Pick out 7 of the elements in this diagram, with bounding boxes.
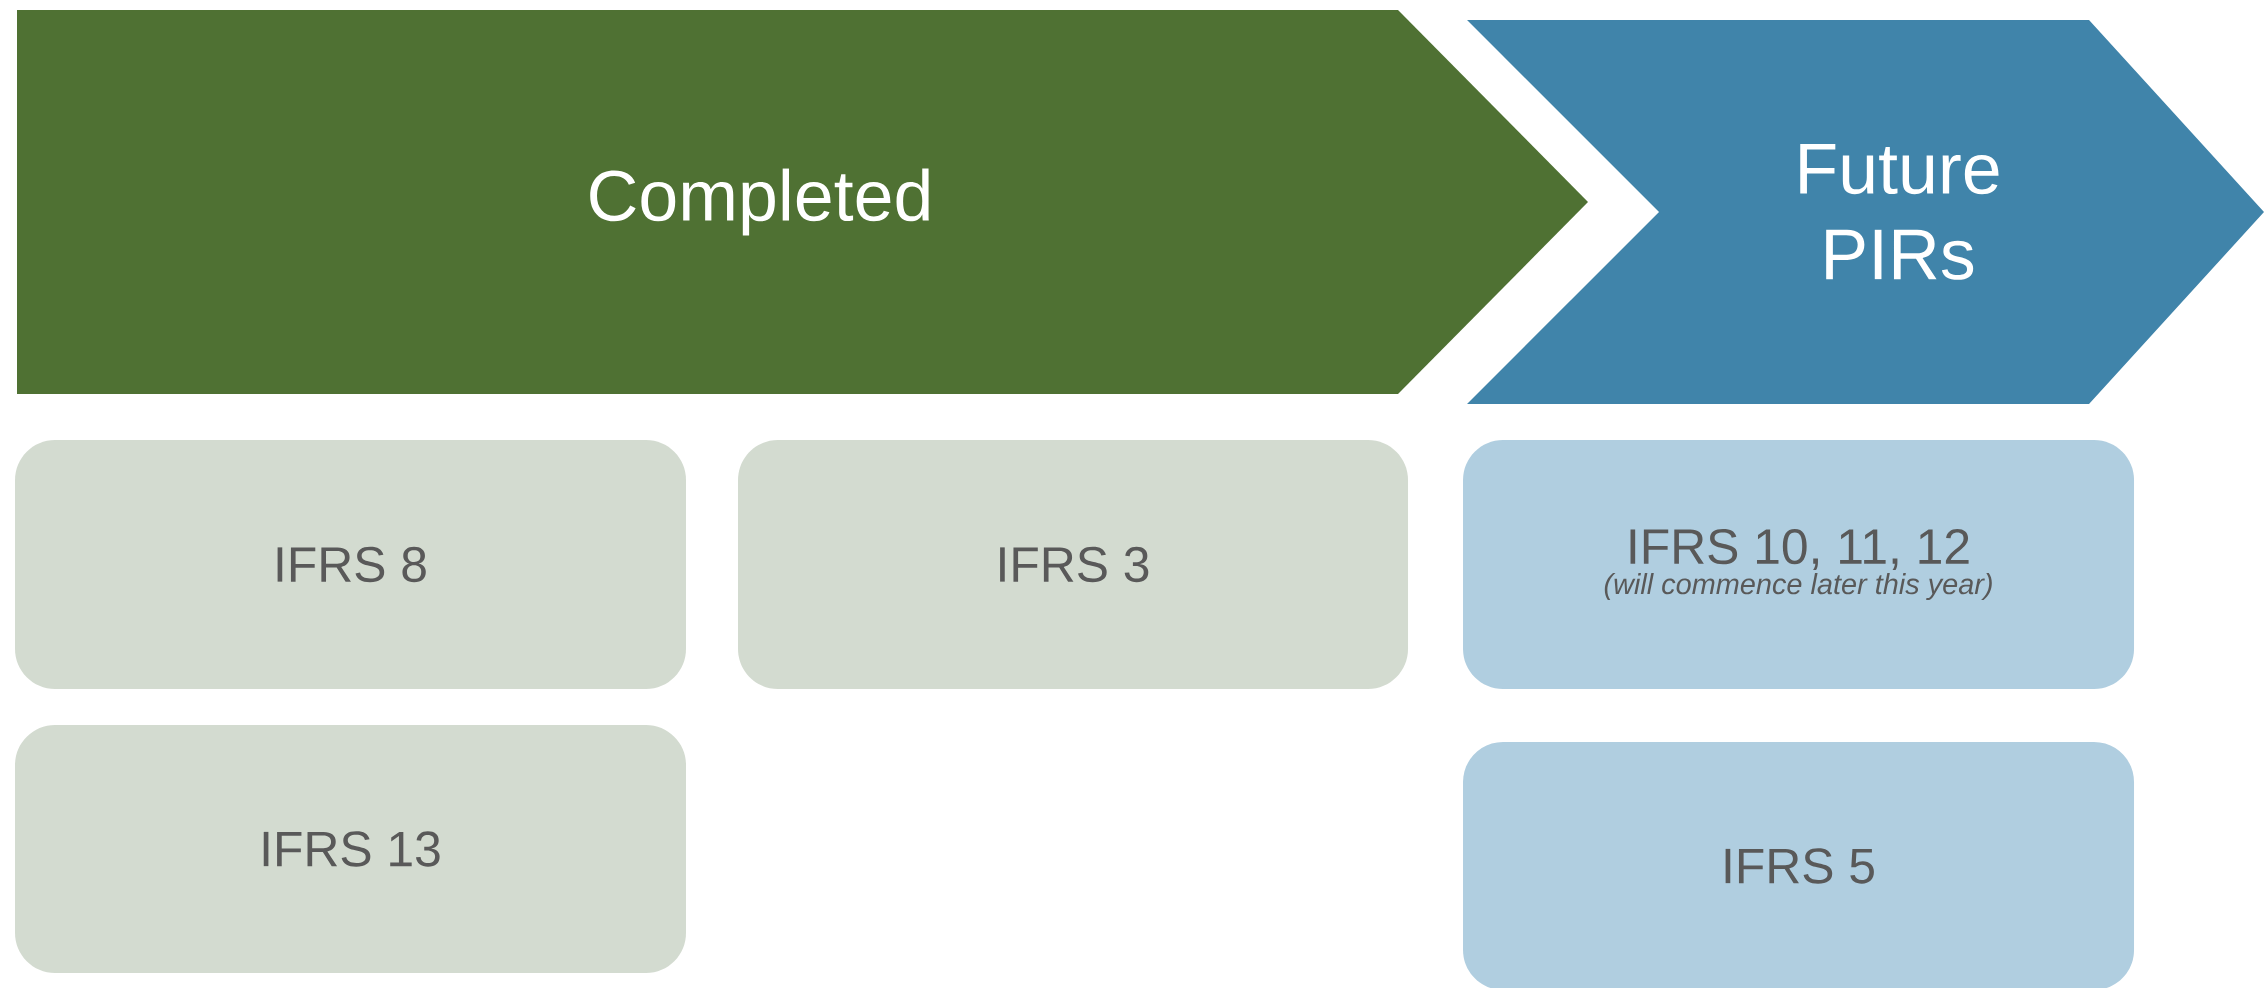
rounded-box: IFRS 3 bbox=[738, 440, 1408, 689]
rounded-box: IFRS 8 bbox=[15, 440, 686, 689]
rounded-box: IFRS 13 bbox=[15, 725, 686, 973]
header-band: Future PIRs bbox=[1467, 20, 2264, 404]
rounded-box: IFRS 5 bbox=[1463, 742, 2135, 988]
rounded-box: IFRS 10, 11, 12 (will commence later this year) bbox=[1463, 440, 2135, 689]
header-band: Completed bbox=[17, 10, 1588, 394]
